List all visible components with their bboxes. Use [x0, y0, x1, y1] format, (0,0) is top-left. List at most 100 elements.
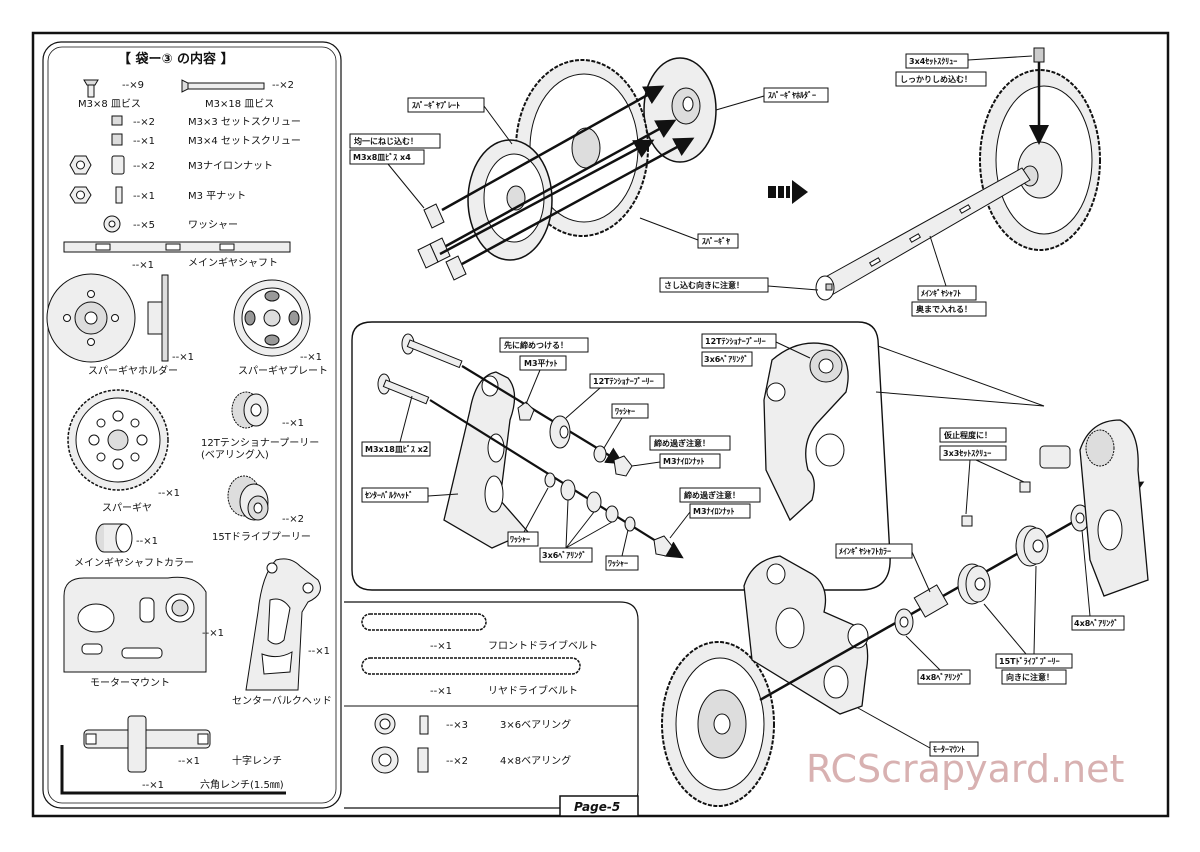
label-m3x8: M3×8 皿ビス — [78, 98, 141, 110]
label-washer: ワッシャー — [188, 220, 238, 231]
svg-text:4x8ﾍﾞｱﾘﾝｸﾞ: 4x8ﾍﾞｱﾘﾝｸﾞ — [920, 672, 964, 682]
svg-text:3x3ｾｯﾄｽｸﾘｭｰ: 3x3ｾｯﾄｽｸﾘｭｰ — [943, 449, 991, 458]
main-shaft-icon — [63, 241, 291, 253]
label-spur-plate: スパーギヤプレート — [238, 365, 328, 377]
svg-text:さし込む向きに注意！: さし込む向きに注意！ — [664, 280, 744, 290]
svg-text:ｽﾊﾟｰｷﾞﾔﾌﾟﾚｰﾄ: ｽﾊﾟｰｷﾞﾔﾌﾟﾚｰﾄ — [412, 100, 460, 110]
callout-washer-top: ﾜｯｼｬｰ — [603, 403, 649, 449]
callout-spur-plate: ｽﾊﾟｰｷﾞﾔﾌﾟﾚｰﾄ — [407, 97, 513, 145]
svg-text:ｽﾊﾟｰｷﾞﾔﾎﾙﾀﾞｰ: ｽﾊﾟｰｷﾞﾔﾎﾙﾀﾞｰ — [768, 90, 816, 100]
callout-over-tighten-2: 締め過ぎ注意！ M3ﾅｲﾛﾝﾅｯﾄ — [669, 487, 761, 539]
label-bearing-4x8: 4×8ベアリング — [500, 754, 571, 767]
svg-text:M3ﾅｲﾛﾝﾅｯﾄ: M3ﾅｲﾛﾝﾅｯﾄ — [663, 457, 705, 466]
label-spur-holder: スパーギヤホルダー — [88, 364, 178, 377]
qty-m3x18: --×2 — [272, 80, 294, 91]
qty-drive-pulley: --×2 — [282, 514, 304, 525]
svg-text:締め過ぎ注意！: 締め過ぎ注意！ — [684, 490, 740, 500]
qty-nylon-nut: --×2 — [133, 161, 155, 172]
front-belt-icon — [361, 613, 487, 631]
callout-bearing-4x8-right: 4x8ﾍﾞｱﾘﾝｸﾞ — [1071, 529, 1125, 631]
label-nylon-nut: M3ナイロンナット — [188, 160, 273, 172]
flat-nut-icon — [69, 186, 123, 204]
tensioner-pulley-icon — [231, 391, 269, 429]
callout-even-screw: 均一にねじ込む！ M3x8皿ﾋﾞｽ x4 — [349, 133, 441, 209]
qty-tensioner: --×1 — [282, 418, 304, 429]
set-screw-3x4-icon — [111, 133, 123, 146]
svg-text:先に締めつける！: 先に締めつける！ — [504, 340, 568, 350]
label-spur-gear: スパーギヤ — [102, 502, 152, 514]
hex-wrench-icon — [60, 745, 286, 795]
svg-text:ﾜｯｼｬｰ: ﾜｯｼｬｰ — [510, 535, 530, 544]
svg-text:M3x8皿ﾋﾞｽ x4: M3x8皿ﾋﾞｽ x4 — [353, 152, 411, 162]
callout-temp-tight: 仮止程度に！ 3x3ｾｯﾄｽｸﾘｭｰ — [939, 427, 1025, 515]
svg-text:奥まで入れる！: 奥まで入れる！ — [915, 304, 972, 314]
label-set-3x3: M3×3 セットスクリュー — [188, 116, 301, 128]
main-shaft-drawing — [815, 167, 1031, 301]
nylon-nut-icon — [69, 155, 125, 175]
qty-bearing-4x8: --×2 — [446, 756, 468, 767]
qty-m3x8: --×9 — [122, 80, 144, 91]
label-rear-belt: リヤドライブベルト — [488, 684, 578, 697]
svg-text:ｽﾊﾟｰｷﾞﾔ: ｽﾊﾟｰｷﾞﾔ — [702, 236, 730, 246]
page-label-box — [559, 795, 639, 817]
center-bulkhead-icon — [245, 558, 321, 691]
qty-set-3x4: --×1 — [133, 136, 155, 147]
qty-washer: --×5 — [133, 220, 155, 231]
belts-panel: --×1 フロントドライブベルト --×1 リヤドライブベルト --×3 3×6… — [344, 601, 639, 809]
svg-text:向きに注意！: 向きに注意！ — [1006, 672, 1054, 682]
callout-set-3x4: 3x4ｾｯﾄｽｸﾘｭｰ しっかりしめ込む！ — [895, 53, 1033, 87]
label-hex-wrench: 六角レンチ(1.5㎜) — [200, 779, 284, 791]
svg-text:3x4ｾｯﾄｽｸﾘｭｰ: 3x4ｾｯﾄｽｸﾘｭｰ — [909, 57, 957, 66]
svg-text:ﾜｯｼｬｰ: ﾜｯｼｬｰ — [615, 407, 635, 416]
qty-collar: --×1 — [136, 536, 158, 547]
qty-bearing-3x6: --×3 — [446, 720, 468, 731]
m3x18-screw-icon — [181, 79, 265, 93]
svg-text:均一にねじ込む！: 均一にねじ込む！ — [354, 136, 418, 146]
label-m3x18: M3×18 皿ビス — [205, 98, 274, 110]
svg-text:M3x18皿ﾋﾞｽ x2: M3x18皿ﾋﾞｽ x2 — [365, 444, 428, 454]
callout-motor-mount: ﾓｰﾀｰﾏｳﾝﾄ — [857, 707, 979, 757]
qty-set-3x3: --×2 — [133, 117, 155, 128]
callout-washer-bottom: ﾜｯｼｬｰ ﾜｯｼｬｰ — [507, 487, 639, 571]
callout-spur-gear: ｽﾊﾟｰｷﾞﾔ — [639, 217, 739, 249]
label-drive-pulley: 15Tドライブプーリー — [212, 530, 311, 543]
callout-tighten-first: 先に締めつける！ M3平ﾅｯﾄ — [499, 337, 589, 405]
svg-text:3x6ﾍﾞｱﾘﾝｸﾞ: 3x6ﾍﾞｱﾘﾝｸﾞ — [542, 550, 586, 560]
callout-insert-direction: さし込む向きに注意！ — [659, 277, 819, 293]
label-cross-wrench: 十字レンチ — [232, 754, 282, 767]
svg-text:3x6ﾍﾞｱﾘﾝｸﾞ: 3x6ﾍﾞｱﾘﾝｸﾞ — [704, 354, 748, 364]
shaft-collar-icon — [95, 523, 133, 553]
rear-belt-icon — [361, 657, 581, 675]
page-label: Page-5 — [574, 800, 620, 814]
qty-bulkhead: --×1 — [308, 646, 330, 657]
label-tensioner-note: (ベアリング入) — [201, 448, 269, 461]
watermark: RCScrapyard.net — [806, 747, 1124, 791]
callout-main-shaft: ﾒｲﾝｷﾞﾔｼｬﾌﾄ 奥まで入れる！ — [911, 235, 987, 317]
svg-text:M3平ﾅｯﾄ: M3平ﾅｯﾄ — [524, 359, 558, 368]
parts-list-title: 【 袋ー③ の内容 】 — [118, 51, 234, 67]
svg-text:12Tﾃﾝｼｮﾅｰﾌﾟｰﾘｰ: 12Tﾃﾝｼｮﾅｰﾌﾟｰﾘｰ — [705, 336, 766, 346]
qty-rear-belt: --×1 — [430, 686, 452, 697]
main-assembly-diagram: 仮止程度に！ 3x3ｾｯﾄｽｸﾘｭｰ ﾒｲﾝｷﾞﾔｼｬﾌﾄｶﾗｰ 4x8ﾍﾞｱﾘ… — [661, 419, 1149, 807]
qty-motor-mount: --×1 — [202, 628, 224, 639]
washer-icon — [103, 215, 121, 233]
spur-assembly-diagram: ｽﾊﾟｰｷﾞﾔﾌﾟﾚｰﾄ ｽﾊﾟｰｷﾞﾔﾎﾙﾀﾞｰ 均一にねじ込む！ M3x8皿… — [349, 47, 1101, 317]
qty-cross-wrench: --×1 — [178, 756, 200, 767]
svg-text:ｾﾝﾀｰﾊﾞﾙｸﾍｯﾄﾞ: ｾﾝﾀｰﾊﾞﾙｸﾍｯﾄﾞ — [364, 490, 413, 500]
svg-text:4x8ﾍﾞｱﾘﾝｸﾞ: 4x8ﾍﾞｱﾘﾝｸﾞ — [1074, 618, 1118, 628]
svg-text:仮止程度に！: 仮止程度に！ — [943, 430, 992, 440]
parts-list-panel: 【 袋ー③ の内容 】 --×9 M3×8 皿ビス --×2 M3×18 皿ビス… — [42, 41, 342, 809]
label-bearing-3x6: 3×6ベアリング — [500, 718, 571, 731]
qty-spur-gear: --×1 — [158, 488, 180, 499]
set-screw-3x3-icon — [111, 115, 123, 126]
label-main-shaft: メインギヤシャフト — [188, 257, 278, 269]
callout-drive-pulley: 15Tﾄﾞﾗｲﾌﾞﾌﾟｰﾘｰ 向きに注意！ — [983, 565, 1073, 685]
label-tensioner: 12Tテンショナープーリー — [201, 437, 319, 449]
callout-center-bulk: ｾﾝﾀｰﾊﾞﾙｸﾍｯﾄﾞ — [361, 487, 459, 503]
drive-pulley-icon — [227, 475, 269, 521]
label-front-belt: フロントドライブベルト — [488, 639, 598, 652]
qty-main-shaft: --×1 — [132, 260, 154, 271]
callout-over-tighten-1: 締め過ぎ注意！ M3ﾅｲﾛﾝﾅｯﾄ — [631, 435, 731, 469]
spur-gear-icon — [67, 389, 169, 491]
